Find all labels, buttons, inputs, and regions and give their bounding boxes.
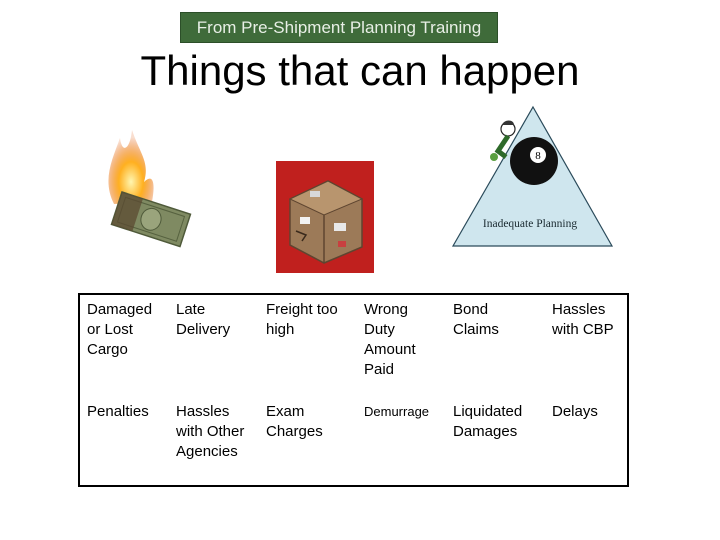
table-cell: Damaged or Lost Cargo: [87, 301, 153, 358]
person-icon: [490, 120, 516, 161]
pyramid-label: Inadequate Planning: [483, 218, 577, 230]
table-cell: Exam Charges: [266, 403, 323, 440]
table-cell: Hassles with CBP: [552, 301, 614, 338]
table-cell: Bond Claims: [453, 301, 499, 338]
table-cell: Delays: [552, 403, 598, 420]
table-cell: Liquidated Damages: [453, 403, 523, 440]
table-cell: Late Delivery: [176, 301, 231, 338]
table-row: Damaged or Lost Cargo Late Delivery Frei…: [79, 294, 628, 397]
table-cell: Freight too high: [266, 301, 338, 338]
damaged-box-icon: [276, 161, 374, 273]
eight-ball-number: 8: [535, 150, 541, 162]
source-banner: From Pre-Shipment Planning Training: [180, 12, 498, 43]
table-row: Penalties Hassles with Other Agencies Ex…: [79, 397, 628, 486]
burning-money-icon: [108, 130, 192, 248]
table-cell: Wrong Duty Amount Paid: [364, 301, 416, 378]
consequences-table: Damaged or Lost Cargo Late Delivery Frei…: [78, 293, 629, 487]
inadequate-planning-pyramid: 8 Inadequate Planning: [451, 105, 614, 247]
slide-title: Things that can happen: [140, 47, 580, 94]
table-cell: Penalties: [87, 403, 149, 420]
table-cell: Demurrage: [364, 404, 430, 419]
table-cell: Hassles with Other Agencies: [176, 403, 245, 460]
